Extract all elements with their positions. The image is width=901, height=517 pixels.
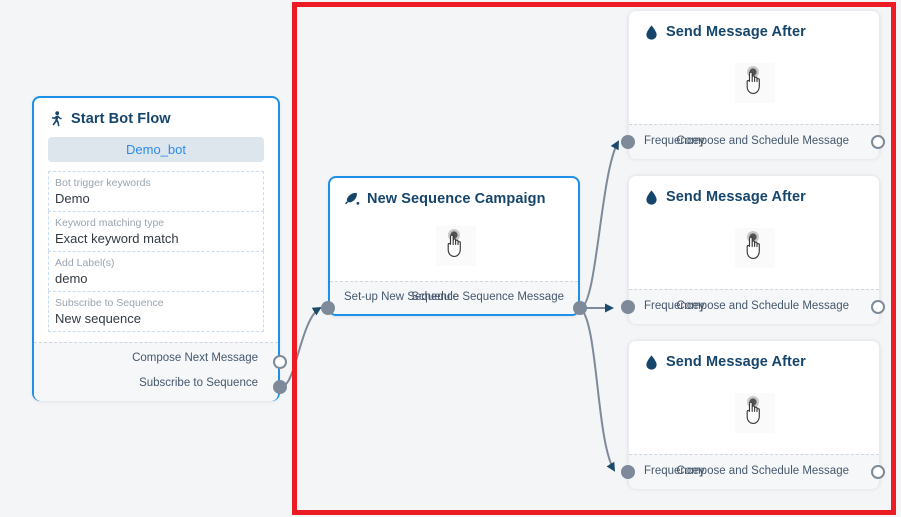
field-add-labels[interactable]: Add Label(s) demo	[48, 251, 264, 291]
field-value: Demo	[55, 191, 90, 206]
megaphone-icon	[344, 191, 360, 207]
port-label-compose-next-message: Compose Next Message	[132, 352, 258, 364]
send-message-after-title-1: Send Message After	[666, 24, 806, 40]
node-send-message-after-2[interactable]: Send Message After Frequencey Compose an…	[628, 175, 880, 324]
port-label-frequencey-2: Frequencey	[644, 300, 705, 312]
port-label-subscribe-to-sequence: Subscribe to Sequence	[139, 377, 258, 389]
input-port-frequencey-3[interactable]	[621, 465, 635, 479]
campaign-title: New Sequence Campaign	[367, 191, 546, 207]
running-person-icon	[48, 111, 64, 127]
start-bot-flow-fields: Bot trigger keywords Demo Keyword matchi…	[48, 171, 264, 332]
water-drop-icon	[643, 189, 659, 205]
port-label-compose-and-schedule-message-1: Compose and Schedule Message	[676, 135, 849, 147]
field-value: demo	[55, 271, 88, 286]
start-bot-flow-title: Start Bot Flow	[71, 111, 171, 127]
edge-campaign-to-card-3	[579, 307, 616, 472]
send-message-after-footer-1: Frequencey Compose and Schedule Message	[629, 124, 879, 159]
send-message-after-footer-2: Frequencey Compose and Schedule Message	[629, 289, 879, 324]
field-label: Keyword matching type	[55, 217, 165, 229]
port-label-setup-new-sequence: Set-up New Sequence	[344, 291, 460, 303]
field-label: Bot trigger keywords	[55, 177, 151, 189]
field-value: Exact keyword match	[55, 231, 179, 246]
start-bot-flow-title-row: Start Bot Flow	[34, 98, 278, 127]
output-port-schedule-sequence-message[interactable]	[573, 301, 587, 315]
send-message-after-footer-3: Frequencey Compose and Schedule Message	[629, 454, 879, 489]
field-label: Subscribe to Sequence	[55, 297, 164, 309]
port-label-frequencey-1: Frequencey	[644, 135, 705, 147]
water-drop-icon	[643, 354, 659, 370]
output-port-compose-and-schedule-message-2[interactable]	[871, 300, 885, 314]
port-label-schedule-sequence-message: Schedule Sequence Message	[411, 291, 564, 303]
send-message-after-title-row-2: Send Message After	[629, 176, 879, 205]
port-label-compose-and-schedule-message-3: Compose and Schedule Message	[676, 465, 849, 477]
node-send-message-after-3[interactable]: Send Message After Frequencey Compose an…	[628, 340, 880, 489]
send-message-after-title-row-3: Send Message After	[629, 341, 879, 370]
hand-pointer-cursor	[436, 226, 476, 266]
node-send-message-after-1[interactable]: Send Message After Frequencey Compose an…	[628, 10, 880, 159]
input-port-frequencey-2[interactable]	[621, 300, 635, 314]
edge-start-to-campaign	[280, 306, 322, 388]
hand-pointer-cursor	[735, 228, 775, 268]
field-label: Add Label(s)	[55, 257, 115, 269]
send-message-after-title-3: Send Message After	[666, 354, 806, 370]
input-port-setup-new-sequence[interactable]	[321, 301, 335, 315]
output-port-compose-next-message[interactable]	[273, 355, 287, 369]
field-value: New sequence	[55, 311, 141, 326]
output-port-compose-and-schedule-message-1[interactable]	[871, 135, 885, 149]
send-message-after-title-2: Send Message After	[666, 189, 806, 205]
output-port-subscribe-to-sequence[interactable]	[273, 380, 287, 394]
hand-pointer-cursor	[735, 63, 775, 103]
edge-campaign-to-card-1	[579, 140, 619, 309]
start-bot-flow-footer: Compose Next Message Subscribe to Sequen…	[34, 342, 278, 401]
send-message-after-title-row-1: Send Message After	[629, 11, 879, 40]
port-label-compose-and-schedule-message-2: Compose and Schedule Message	[676, 300, 849, 312]
hand-pointer-cursor	[735, 393, 775, 433]
output-port-compose-and-schedule-message-3[interactable]	[871, 465, 885, 479]
node-new-sequence-campaign[interactable]: New Sequence Campaign Set-up New Sequenc…	[328, 176, 580, 316]
field-bot-trigger-keywords[interactable]: Bot trigger keywords Demo	[48, 171, 264, 211]
node-start-bot-flow[interactable]: Start Bot Flow Demo_bot Bot trigger keyw…	[32, 96, 280, 401]
port-label-frequencey-3: Frequencey	[644, 465, 705, 477]
field-keyword-matching-type[interactable]: Keyword matching type Exact keyword matc…	[48, 211, 264, 251]
campaign-title-row: New Sequence Campaign	[330, 178, 578, 207]
input-port-frequencey-1[interactable]	[621, 135, 635, 149]
field-subscribe-to-sequence[interactable]: Subscribe to Sequence New sequence	[48, 291, 264, 332]
water-drop-icon	[643, 24, 659, 40]
bot-name-pill[interactable]: Demo_bot	[48, 137, 264, 162]
campaign-footer: Set-up New Sequence Schedule Sequence Me…	[330, 281, 578, 314]
